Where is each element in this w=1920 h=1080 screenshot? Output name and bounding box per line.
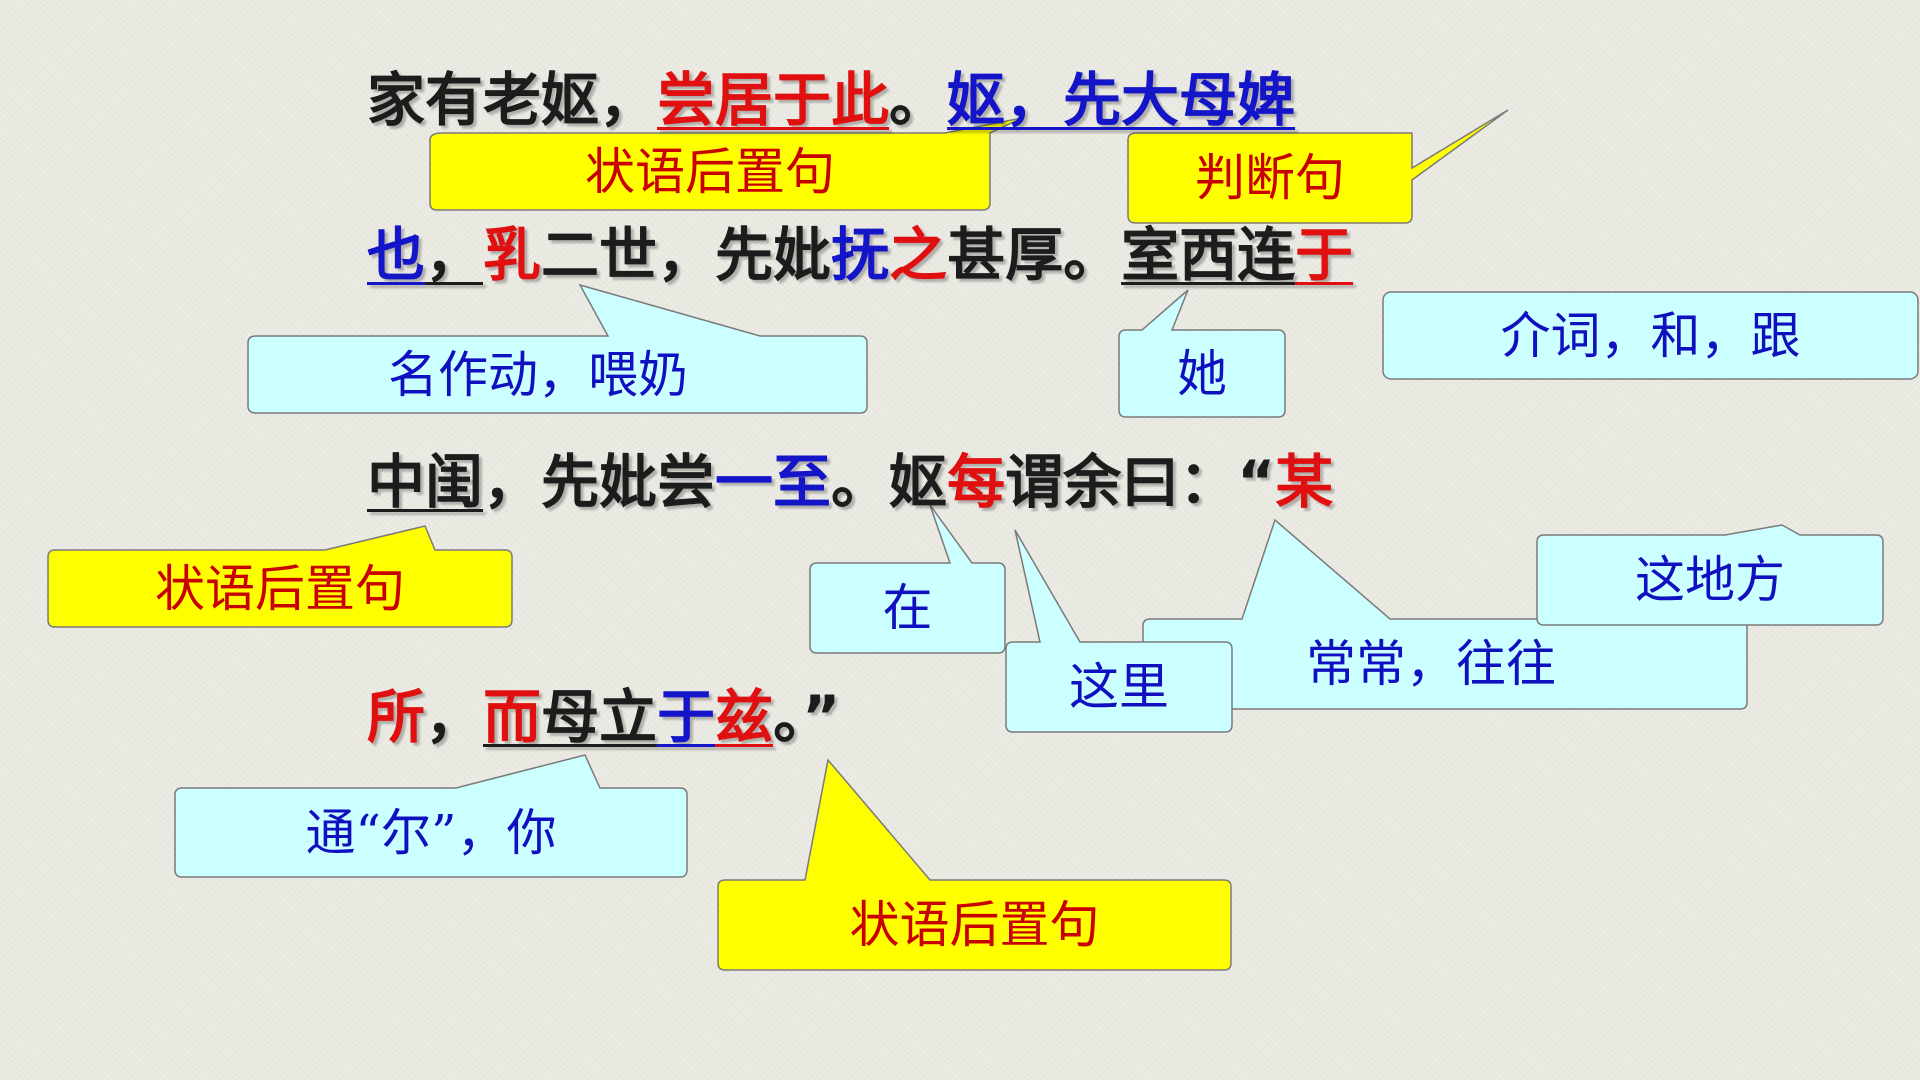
passage-line-2: 也，乳二世，先妣抚之甚厚。室西连于 — [367, 226, 1353, 284]
text-highlight-blue: 妪，先大母婢 — [947, 66, 1296, 134]
text-highlight-red: 每 — [947, 448, 1006, 516]
annotation-a12: 状语后置句 — [849, 896, 1100, 954]
text-highlight-blue: 也 — [367, 221, 426, 289]
annotation-a2: 判断句 — [1195, 149, 1345, 207]
callout-shape-a10 — [1536, 524, 1884, 626]
callout-shape-a12 — [717, 758, 1232, 971]
text-segment: 。” — [773, 683, 841, 751]
callout-shape-a3 — [247, 283, 868, 414]
text-segment: 家有老妪， — [367, 66, 658, 134]
text-highlight-blue: 抚 — [831, 221, 890, 289]
text-highlight-red: 所 — [367, 683, 426, 751]
annotation-a6: 状语后置句 — [155, 559, 405, 618]
text-segment: 。妪 — [831, 448, 948, 516]
annotation-a10: 这地方 — [1635, 551, 1785, 609]
text-highlight-blue: 一至 — [715, 448, 832, 516]
text-highlight-red: 某 — [1275, 448, 1334, 516]
annotation-a8: 这里 — [1069, 658, 1169, 716]
text-highlight-red: 兹 — [715, 683, 774, 751]
text-segment-underlined: 室西连 — [1121, 221, 1296, 289]
text-segment: 甚厚。 — [947, 221, 1122, 289]
text-segment-underlined: 母立 — [541, 683, 658, 751]
annotation-a11: 通“尔”，你 — [305, 803, 557, 862]
text-segment: 谓余曰：“ — [1005, 448, 1276, 516]
text-segment: ， — [425, 221, 484, 289]
annotation-a9: 常常，往往 — [1306, 635, 1556, 693]
text-highlight-blue: 于 — [657, 683, 716, 751]
passage-line-1: 家有老妪，尝居于此。妪，先大母婢 — [367, 71, 1295, 129]
callout-shape-a1 — [429, 117, 1023, 211]
callout-shape-a8 — [1005, 529, 1233, 733]
text-segment: ， — [425, 683, 484, 751]
text-highlight-red: 尝居于此 — [657, 66, 890, 134]
text-segment: ，先妣尝 — [483, 448, 716, 516]
annotation-a1: 状语后置句 — [585, 142, 835, 201]
text-highlight-red: 而 — [483, 683, 542, 751]
text-segment: 。 — [889, 66, 948, 134]
callout-shape-a4 — [1118, 289, 1286, 418]
annotation-a4: 她 — [1177, 344, 1227, 403]
passage-line-3: 中闺，先妣尝一至。妪每谓余曰：“某 — [367, 453, 1333, 511]
text-highlight-red: 乳 — [483, 221, 542, 289]
text-segment: 二世，先妣 — [541, 221, 832, 289]
callout-shape-a11 — [174, 754, 688, 878]
callout-shape-a2 — [1127, 109, 1509, 224]
annotation-a5: 介词，和，跟 — [1500, 306, 1801, 365]
text-segment-underlined: 中闺 — [367, 448, 484, 516]
callout-shape-a6 — [47, 525, 513, 628]
text-highlight-red: 之 — [889, 221, 948, 289]
callout-shape-a7 — [809, 504, 1006, 654]
callout-shape-a5 — [1382, 291, 1919, 380]
annotation-a3: 名作动，喂奶 — [388, 345, 688, 404]
passage-line-4: 所，而母立于兹。” — [367, 688, 840, 746]
text-highlight-red: 于 — [1295, 221, 1354, 289]
annotation-a7: 在 — [882, 579, 933, 637]
